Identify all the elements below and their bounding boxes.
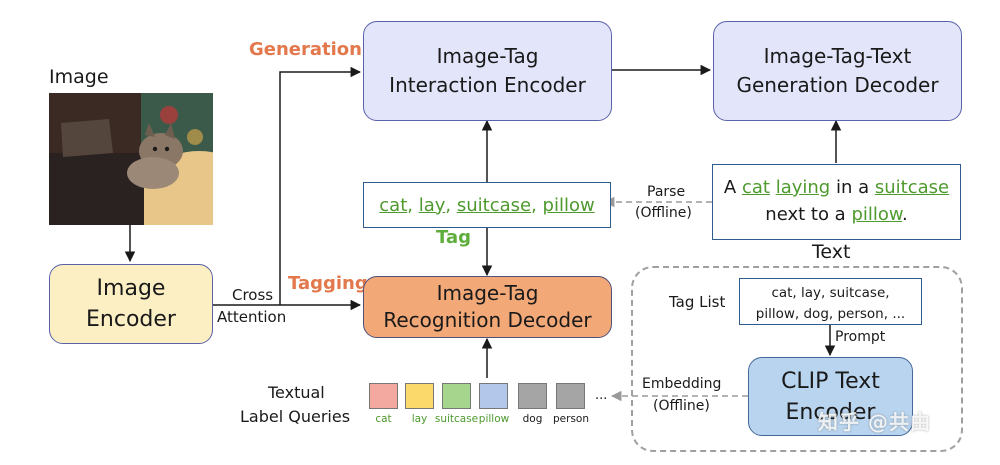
generation-decoder-line2: Generation Decoder: [736, 73, 939, 97]
caption-word: .: [901, 204, 908, 225]
clip-encoder-box: CLIP Text Encoder: [748, 357, 913, 436]
query-square: [518, 383, 547, 409]
query-square: [442, 383, 471, 409]
caption-word: in a: [835, 177, 870, 198]
tag-item: cat: [379, 194, 408, 216]
watermark-text: 知乎 @共由: [818, 410, 931, 434]
query-square: [479, 383, 508, 409]
caption-line2: next to a pillow.: [713, 201, 960, 228]
generation-decoder-box: Image-Tag-Text Generation Decoder: [713, 21, 962, 121]
image-encoder-line2: Encoder: [86, 307, 176, 332]
tag-item: lay: [418, 194, 446, 216]
embedding-offline-label: (Offline): [653, 398, 710, 414]
clip-encoder-line1: CLIP Text: [781, 368, 880, 394]
query-label: suitcase: [434, 413, 479, 425]
caption-word: laying: [775, 177, 831, 198]
tag-list-label: Tag List: [669, 293, 726, 311]
image-encoder-box: Image Encoder: [49, 264, 213, 344]
recognition-decoder-box: Image-Tag Recognition Decoder: [363, 276, 612, 338]
recognition-decoder-line2: Recognition Decoder: [383, 308, 592, 332]
generation-decoder-line1: Image-Tag-Text: [763, 44, 912, 68]
caption-word: A: [723, 177, 737, 198]
caption-line1: A cat laying in a suitcase: [713, 174, 960, 201]
query-label: cat: [375, 413, 392, 425]
caption-word: cat: [741, 177, 770, 198]
query-label: dog: [522, 413, 543, 425]
cross-label: Cross: [232, 286, 274, 304]
query-square: [369, 383, 398, 409]
clip-encoder-line2: Encoder: [785, 399, 876, 425]
prompt-label: Prompt: [835, 329, 886, 345]
embedding-label: Embedding: [642, 376, 722, 392]
query-square: [556, 383, 585, 409]
textual-label-line1: Textual: [268, 383, 325, 402]
image-encoder-line1: Image: [96, 276, 166, 301]
parse-label: Parse: [647, 184, 686, 200]
caption-word: suitcase: [874, 177, 950, 198]
tag-separator: ,: [531, 194, 543, 216]
tag-list-line1: cat, lay, suitcase,: [771, 285, 890, 301]
interaction-encoder-box: Image-Tag Interaction Encoder: [363, 21, 612, 121]
image-label: Image: [49, 66, 109, 88]
generation-label: Generation: [249, 39, 362, 60]
recognition-decoder-line1: Image-Tag: [436, 281, 539, 305]
text-label: Text: [812, 241, 851, 263]
caption-box: A cat laying in a suitcase next to a pil…: [712, 164, 961, 240]
input-image: [49, 93, 213, 225]
caption-word: pillow: [851, 204, 902, 225]
interaction-encoder-line2: Interaction Encoder: [389, 73, 586, 97]
caption-word: next to a: [765, 204, 846, 225]
textual-label-line2: Label Queries: [240, 407, 351, 426]
query-label: lay: [411, 413, 428, 425]
query-square: [405, 383, 434, 409]
tag-label: Tag: [436, 227, 471, 248]
query-label: person: [553, 413, 589, 425]
attention-label: Attention: [217, 308, 287, 326]
tag-separator: ,: [407, 194, 419, 216]
queries-ellipsis: ...: [595, 388, 608, 403]
tag-item: pillow: [542, 194, 595, 216]
tag-list-line2: pillow, dog, person, ...: [755, 306, 906, 322]
tag-item: suitcase: [456, 194, 532, 216]
tagging-label: Tagging: [288, 273, 368, 294]
arrow-encoder-to-interaction: [279, 66, 362, 305]
clip-section-region: [631, 266, 963, 452]
tag-separator: ,: [445, 194, 457, 216]
tag-list-box: cat, lay, suitcase, pillow, dog, person,…: [739, 278, 922, 325]
interaction-encoder-line1: Image-Tag: [436, 44, 539, 68]
query-label: pillow: [478, 413, 510, 425]
tag-box: cat, lay, suitcase, pillow: [363, 182, 611, 228]
parse-offline-label: (Offline): [635, 205, 692, 221]
